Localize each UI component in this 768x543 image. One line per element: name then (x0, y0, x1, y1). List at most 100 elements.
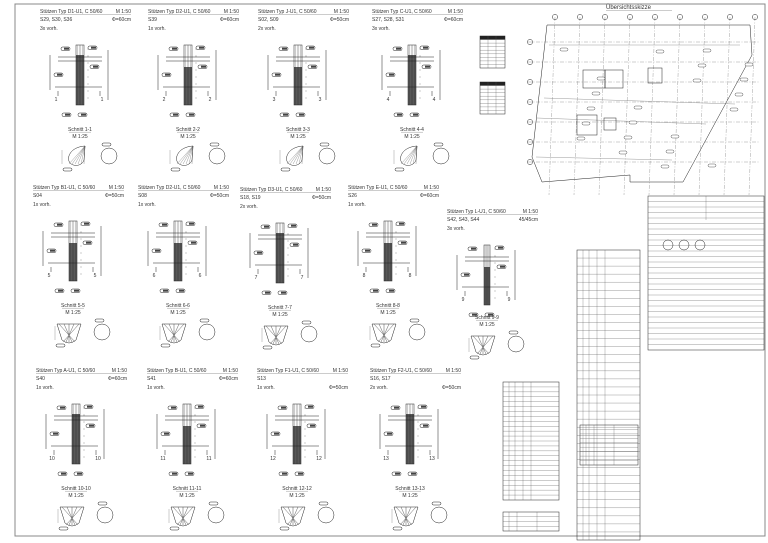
detail-count: 1x vorh. (36, 385, 54, 391)
title-block (647, 195, 765, 351)
column-tag (702, 48, 712, 53)
cross-section (59, 506, 85, 527)
stirrup-shape (300, 325, 318, 343)
stirrup-shape (430, 506, 448, 524)
column-tag (734, 92, 744, 97)
column-tag (559, 47, 569, 52)
detail-count: 2x vorh. (258, 26, 276, 32)
detail-scale: M 1:50 (334, 9, 350, 15)
section-bar (80, 145, 86, 165)
grid-axis (623, 16, 631, 196)
section-bar (269, 325, 287, 345)
detail-members: S39 (148, 17, 157, 23)
section-scale: M 1:25 (170, 310, 186, 316)
stirrup-shape (408, 323, 426, 341)
column-tag (697, 63, 707, 68)
section-bar (378, 323, 388, 343)
section-cut-label: 12 (316, 456, 322, 462)
bar-mark-label (433, 142, 444, 147)
bar-mark-text (293, 243, 298, 246)
bar-mark-text (472, 313, 477, 316)
section-cut-label: 5 (94, 273, 97, 279)
detail-count: 3x vorh. (447, 226, 465, 232)
stirrup-shape (96, 506, 114, 524)
grid-axis (748, 16, 756, 196)
section-cut-label: 4 (433, 97, 436, 103)
section-bar (415, 145, 418, 165)
section-title: Schnitt 3-3 (286, 127, 310, 133)
detail-members: S27, S28, S31 (372, 17, 404, 23)
bar-mark-label (170, 167, 181, 172)
detail-members: S26 (348, 193, 357, 199)
bar-mark-text (57, 223, 62, 226)
detail-title: Stützen Typ D2-U1, C 50/60 (148, 9, 211, 15)
detail-title: Stützen Typ D3-U1, C 50/60 (240, 187, 303, 193)
stirrup-shape (432, 147, 450, 165)
core-wall (603, 117, 617, 131)
section-scale: M 1:25 (404, 134, 420, 140)
table-border (479, 35, 506, 69)
detail-scale: M 1:50 (523, 209, 539, 215)
bar-mark-text (425, 65, 430, 68)
bar-mark-text (89, 424, 94, 427)
bar-mark-text (471, 247, 476, 250)
bar-mark-text (200, 424, 205, 427)
table-header (480, 36, 505, 40)
section-title: Schnitt 9-9 (475, 315, 499, 321)
detail-dimension: Φ=50cm (442, 385, 461, 391)
section-bar (477, 335, 487, 355)
section-bar (176, 145, 194, 165)
detail-count: 1x vorh. (33, 202, 51, 208)
detail-members: S29, S30, S36 (40, 17, 72, 23)
column-tag (744, 62, 754, 67)
bar-mark-text (171, 406, 176, 409)
stirrup-zone (408, 55, 416, 105)
detail-members: S16, S17 (370, 376, 391, 382)
axis-marker (527, 79, 533, 85)
bar-mark-text (155, 249, 160, 252)
detail-title: Stützen Typ J-U1, C 50/60 (258, 9, 317, 15)
bar-mark-label (160, 343, 171, 348)
bar-mark-text (275, 73, 280, 76)
cross-section (470, 335, 496, 356)
section-title: Schnitt 8-8 (376, 303, 400, 309)
section-title: Schnitt 13-13 (395, 486, 425, 492)
bar-mark-text (77, 472, 82, 475)
section-bar (177, 506, 187, 526)
section-cut-label: 8 (363, 273, 366, 279)
column-tag (596, 76, 606, 81)
bar-mark-label (279, 526, 290, 531)
detail-members: S04 (33, 193, 42, 199)
stirrup-zone (484, 267, 490, 305)
bar-mark-text (93, 65, 98, 68)
bar-mark-label (370, 343, 381, 348)
bar-mark-text (58, 289, 63, 292)
bar-mark-text (84, 222, 89, 225)
detail-members: S02, S09 (258, 17, 279, 23)
section-bar (170, 323, 180, 343)
section-bar (66, 506, 76, 526)
detail-title: Stützen Typ D2-U1, C 50/60 (138, 185, 201, 191)
section-cut-label: 11 (206, 456, 211, 462)
bar-mark-text (173, 113, 178, 116)
section-scale: M 1:25 (290, 134, 306, 140)
bar-mark-label (55, 343, 66, 348)
section-bar (403, 145, 418, 165)
cross-section (371, 323, 397, 344)
mesh-sketch (662, 239, 674, 251)
bar-mark-text (423, 46, 428, 49)
bar-mark-text (291, 224, 296, 227)
bar-mark-text (274, 432, 279, 435)
bar-mark-label (94, 318, 105, 323)
section-bar (286, 145, 304, 165)
section-scale: M 1:25 (179, 493, 195, 499)
detail-title: Stützen Typ D1-U1, C 50/60 (40, 9, 103, 15)
column-tag (670, 134, 680, 139)
detail-dimension: Φ=50cm (330, 17, 349, 23)
axis-marker (527, 99, 533, 105)
sheet-frame (14, 3, 766, 537)
bar-mark-text (163, 289, 168, 292)
